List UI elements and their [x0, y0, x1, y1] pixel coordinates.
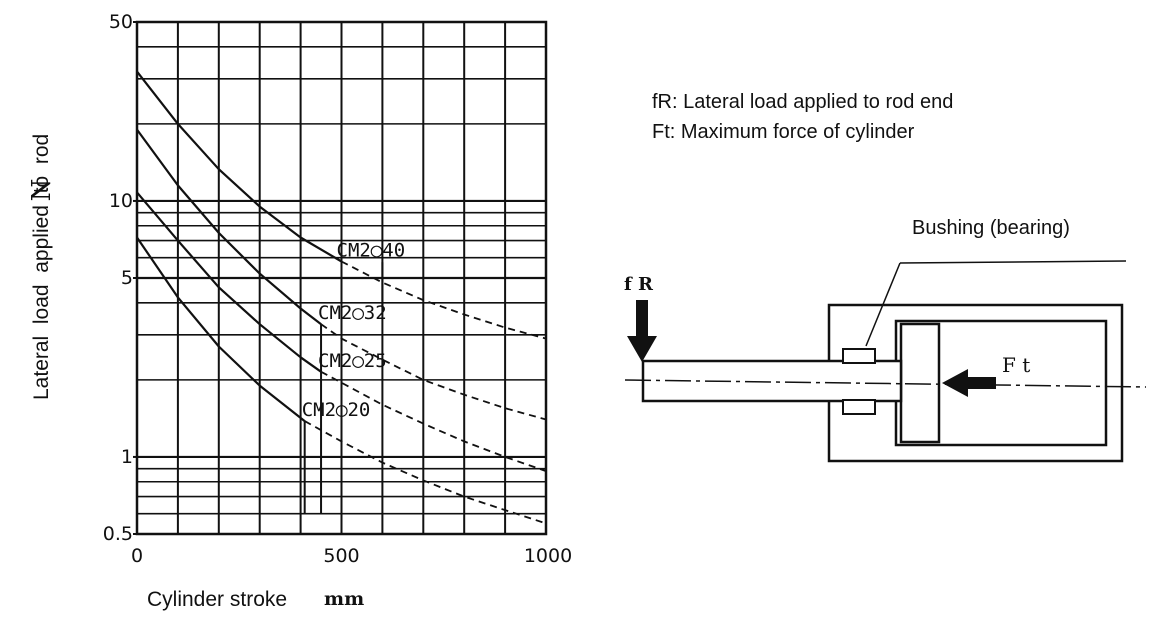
ft-force-label: F t: [1002, 353, 1030, 377]
series-label: CM2◯25: [318, 350, 387, 372]
series-dashed-line: [320, 323, 547, 421]
x-tick-label: 0: [131, 545, 143, 567]
series-label: CM2◯32: [318, 302, 387, 324]
legend-line-ft: Ft: Maximum force of cylinder: [652, 121, 915, 143]
legend: fR: Lateral load applied to rod end Ft: …: [652, 91, 953, 143]
bushing-lower: [842, 399, 876, 415]
series-solid-line: [136, 70, 343, 263]
bushing-upper: [842, 348, 876, 364]
y-tick-label: 50: [109, 11, 133, 33]
series-lines: [136, 70, 547, 525]
series-solid-line: [136, 191, 322, 373]
y-tick-label: 0.5: [103, 523, 133, 545]
bushing-leader-horizontal: [899, 260, 1127, 264]
series-dashed-line: [304, 420, 547, 525]
series-label: CM2◯40: [337, 239, 406, 261]
fr-force-label: f R: [624, 274, 654, 295]
series-label: CM2◯20: [302, 399, 371, 421]
y-tick-label: 10: [109, 190, 133, 212]
series-solid-line: [136, 128, 322, 326]
bushing-label: Bushing (bearing): [912, 217, 1070, 239]
x-axis-unit: mm: [324, 588, 364, 610]
x-tick-label: 500: [323, 545, 359, 567]
series-dashed-line: [341, 260, 547, 340]
series-dashed-line: [320, 371, 547, 472]
center-line: [624, 379, 1147, 388]
y-tick-labels: 0.5 1 5 10 50: [103, 11, 137, 545]
legend-line-fr: fR: Lateral load applied to rod end: [652, 91, 953, 113]
y-tick-label: 1: [121, 446, 133, 468]
series-solid-line: [136, 236, 306, 422]
x-tick-label: 1000: [524, 545, 572, 567]
stroke-limit-markers: [303, 236, 384, 514]
x-tick-labels: 0 500 1000: [131, 545, 572, 567]
x-axis-title: Cylinder stroke: [147, 588, 287, 611]
cylinder-diagram: Bushing (bearing) f R F t: [624, 217, 1147, 463]
ft-left-arrow-icon: [942, 369, 996, 397]
y-axis-title: Lateral load applied to rod: [30, 134, 53, 400]
fr-down-arrow-icon: [627, 300, 657, 362]
piston: [899, 322, 941, 444]
y-axis-unit: N: [27, 179, 57, 202]
y-tick-label: 5: [121, 267, 133, 289]
